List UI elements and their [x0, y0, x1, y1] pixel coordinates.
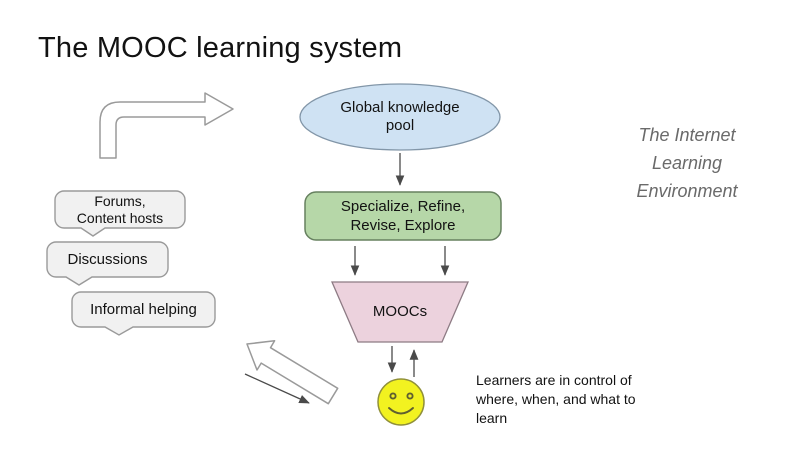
moocs-node [331, 281, 469, 343]
bubble-forums [54, 190, 186, 237]
page-title: The MOOC learning system [38, 32, 403, 64]
specialize-node [304, 191, 502, 241]
moocs-label: MOOCs [372, 303, 428, 320]
learners-note: Learners are in control of where, when, … [476, 372, 636, 426]
specialize-label: Specialize, Refine, Revise, Explore [340, 198, 466, 234]
bubble-informal-helping-label: Informal helping [90, 301, 197, 318]
bent-arrow-icon [99, 92, 234, 159]
smiley-icon [377, 378, 425, 426]
global-knowledge-pool-node [299, 83, 501, 151]
global-knowledge-pool-label: Global knowledge pool [340, 99, 460, 134]
thin-arrow-icon [244, 373, 310, 404]
bubble-discussions-label: Discussions [67, 251, 148, 268]
bubble-discussions [46, 241, 169, 286]
internet-environment-note: The Internet Learning Environment [636, 125, 738, 201]
bubble-informal-helping [71, 291, 216, 336]
block-arrow-icon [246, 340, 339, 405]
bubble-forums-label: Forums, Content hosts [76, 193, 164, 226]
